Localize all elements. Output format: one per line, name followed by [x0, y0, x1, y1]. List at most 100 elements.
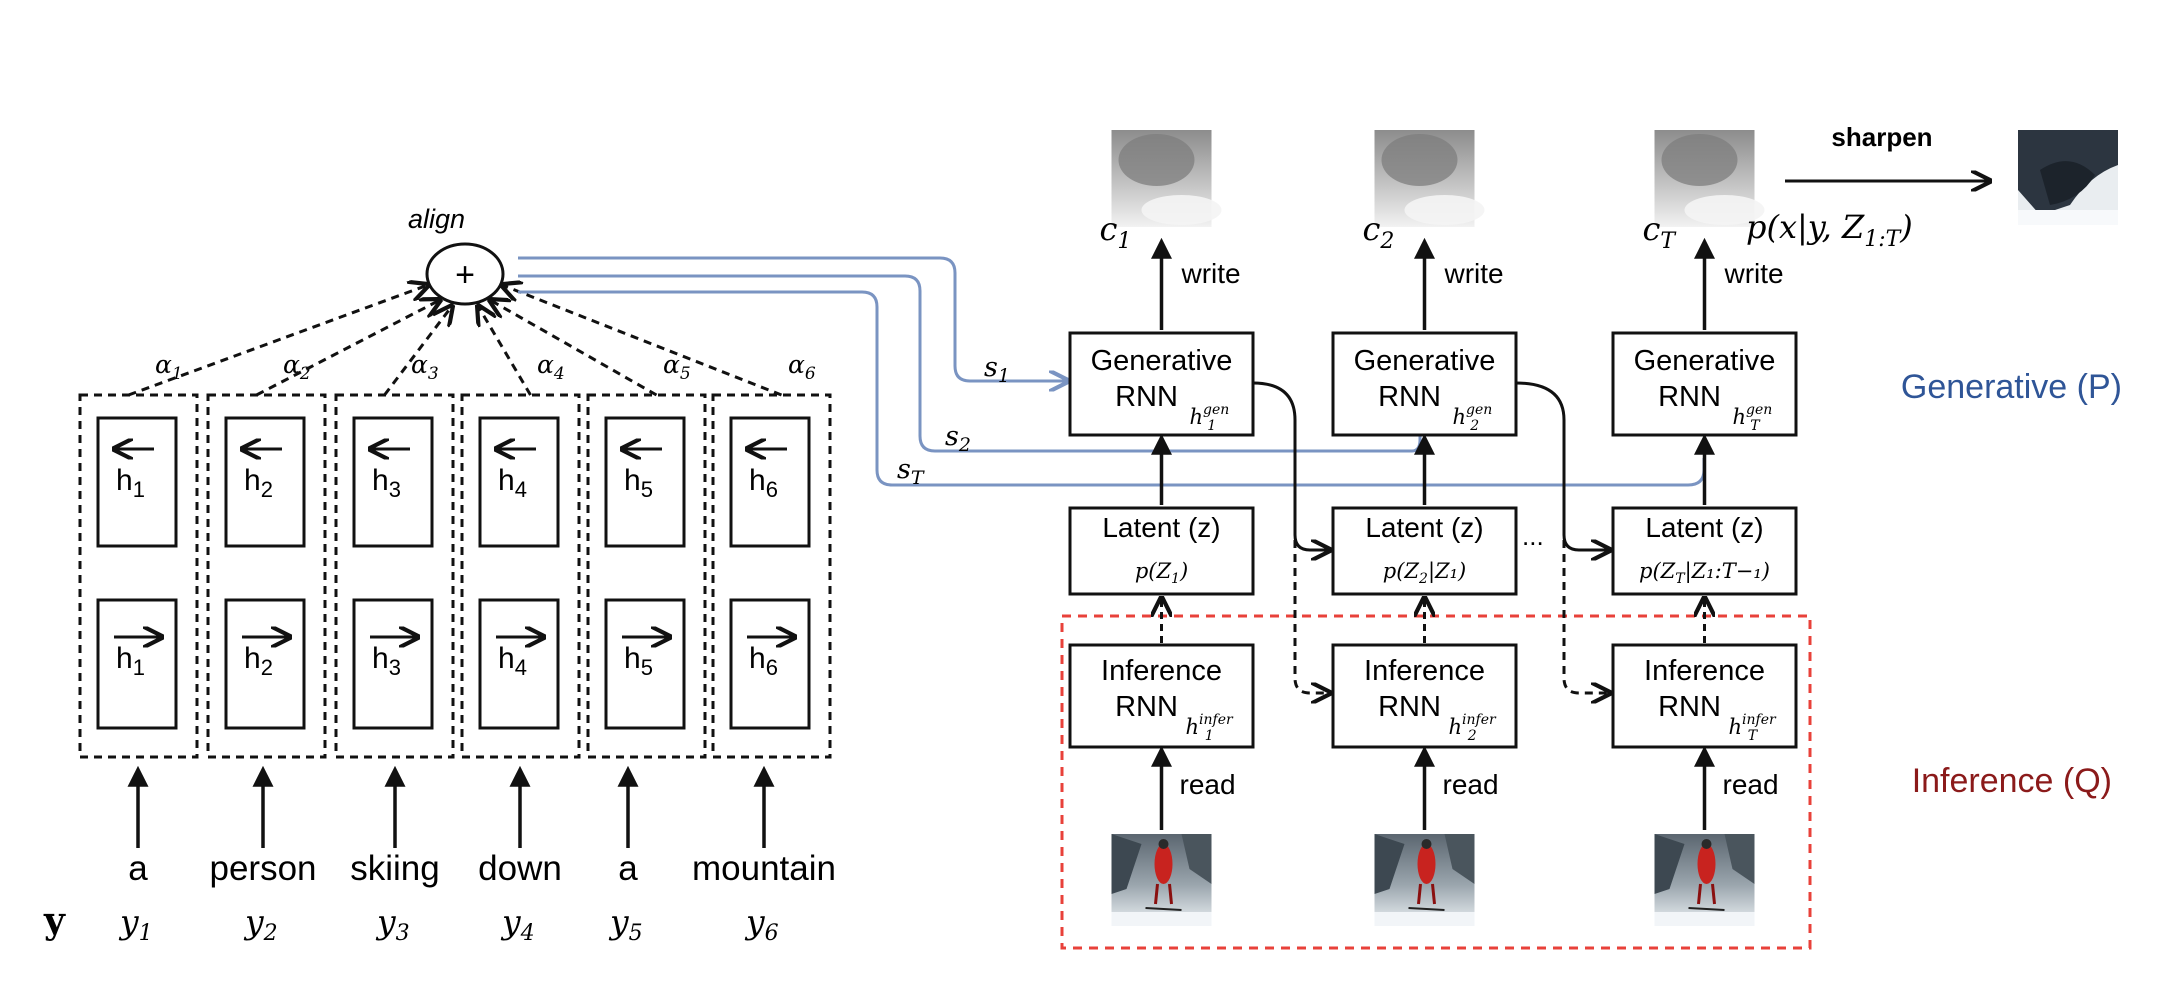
caption-word: person	[209, 849, 316, 888]
prior-formula: p(Z1)	[1135, 559, 1188, 587]
gen2-to-infT	[1562, 540, 1610, 693]
attention-weight-label: α2	[283, 350, 311, 384]
caption-word: skiing	[350, 849, 439, 888]
caption-word: mountain	[692, 849, 836, 888]
canvas-label: cT	[1643, 210, 1678, 254]
attention-arrow	[255, 300, 441, 397]
target-image	[1654, 834, 1755, 926]
forward-state-box	[96, 598, 178, 730]
backward-state-label: h3	[372, 464, 401, 502]
attention-arrow	[383, 306, 453, 396]
backward-state-box	[604, 416, 686, 548]
inference-rnn-subtitle: RNN	[1658, 691, 1721, 723]
latent-box	[1611, 506, 1798, 596]
inference-rnn-subtitle: RNN	[1378, 691, 1441, 723]
s2-label: s2	[945, 421, 971, 456]
backward-state-label: h1	[116, 464, 145, 502]
caption-word: down	[478, 849, 562, 888]
bidirectional-column-box	[460, 393, 581, 759]
inference-region	[1060, 614, 1812, 950]
sT-line	[518, 290, 1706, 487]
align-sum-node	[425, 242, 505, 306]
attention-weight-label: α1	[155, 350, 183, 384]
forward-state-box	[729, 598, 811, 730]
write-label: write	[1444, 258, 1504, 289]
inference-rnn-box	[1331, 643, 1518, 749]
read-label: read	[1723, 769, 1779, 800]
generative-rnn-subtitle: RNN	[1115, 381, 1178, 413]
canvas-image	[1654, 130, 1765, 227]
prior-formula: p(Z2|Z₁)	[1383, 559, 1466, 587]
forward-state-box	[352, 598, 434, 730]
backward-state-box	[352, 416, 434, 548]
word-variable: y2	[243, 902, 278, 946]
inference-rnn-subtitle: RNN	[1115, 691, 1178, 723]
gen2-to-latentT	[1515, 381, 1610, 550]
forward-state-box	[224, 598, 306, 730]
forward-state-label: h4	[498, 642, 527, 680]
forward-state-label: h6	[749, 642, 778, 680]
word-variable: y6	[744, 902, 779, 946]
bidirectional-column-box	[334, 393, 455, 759]
plus-sign: +	[455, 256, 475, 294]
word-variable: y5	[608, 902, 643, 946]
forward-state-label: h1	[116, 642, 145, 680]
word-variable: y3	[375, 902, 410, 946]
canvas-label: c1	[1100, 210, 1132, 254]
generative-rnn-subtitle: RNN	[1378, 381, 1441, 413]
attention-weight-label: α5	[663, 350, 691, 384]
gen1-to-latent2	[1252, 381, 1330, 550]
forward-state-label: h5	[624, 642, 653, 680]
inference-rnn-box	[1068, 643, 1255, 749]
bidirectional-column-box	[586, 393, 707, 759]
write-label: write	[1724, 258, 1784, 289]
forward-state-label: h2	[244, 642, 273, 680]
inference-rnn-title: Inference	[1364, 655, 1485, 687]
forward-state-box	[604, 598, 686, 730]
canvas-image	[1374, 130, 1485, 227]
target-image	[1374, 834, 1475, 926]
canvas-image	[1111, 130, 1222, 227]
target-image	[1111, 834, 1212, 926]
prior-formula: p(ZT|Z₁:T−₁)	[1639, 559, 1770, 587]
bidirectional-column-box	[711, 393, 832, 759]
bidirectional-column-box	[78, 393, 199, 759]
latent-title: Latent (z)	[1102, 512, 1220, 543]
forward-state-box	[478, 598, 560, 730]
generative-rnn-title: Generative	[1634, 345, 1776, 377]
backward-state-box	[729, 416, 811, 548]
generative-rnn-subtitle: RNN	[1658, 381, 1721, 413]
inference-rnn-title: Inference	[1101, 655, 1222, 687]
attention-weight-label: α4	[537, 350, 565, 384]
sharpen-label: sharpen	[1831, 122, 1932, 152]
write-label: write	[1181, 258, 1241, 289]
word-variable: y4	[500, 902, 535, 946]
align-label: align	[408, 204, 465, 234]
backward-state-box	[96, 416, 178, 548]
latent-box	[1331, 506, 1518, 596]
backward-state-label: h2	[244, 464, 273, 502]
ellipsis: ...	[1522, 521, 1544, 551]
s1-label: s1	[984, 352, 1010, 387]
s1-line	[518, 256, 1068, 381]
sT-label: sT	[897, 454, 925, 489]
sharpened-output-image	[2018, 130, 2118, 225]
read-label: read	[1180, 769, 1236, 800]
backward-state-box	[478, 416, 560, 548]
attention-arrow	[127, 285, 429, 397]
generative-rnn-title: Generative	[1354, 345, 1496, 377]
y-label: y	[43, 900, 66, 942]
generative-rnn-box	[1068, 331, 1255, 437]
